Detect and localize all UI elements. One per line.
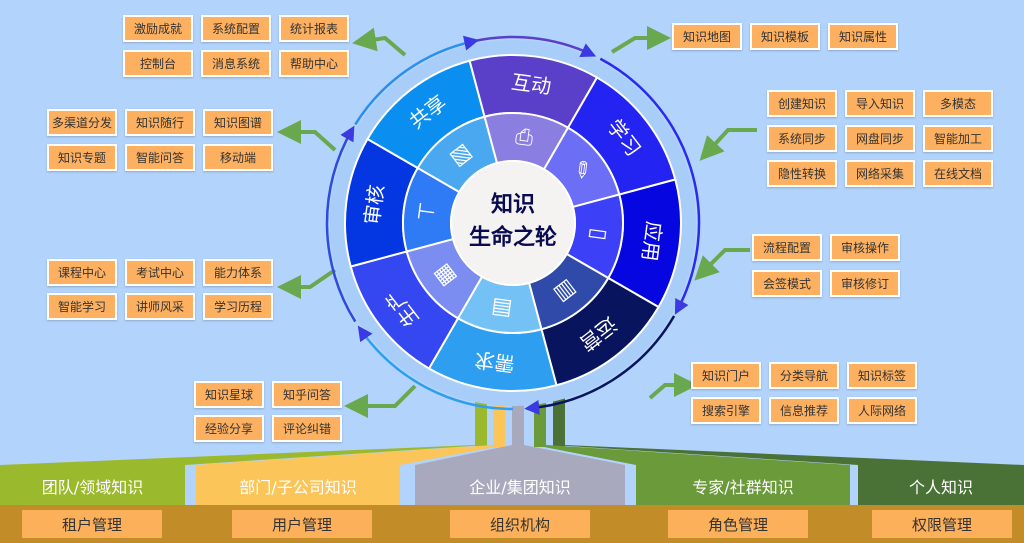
layer-team: 团队/领域知识	[0, 465, 185, 507]
approve-icon: ⊤	[414, 201, 441, 223]
feature-box-right-1: 网络采集	[845, 160, 915, 187]
cycle-arrow-0	[470, 35, 597, 58]
feature-box-left-2: 能力体系	[203, 259, 273, 286]
feature-box-right-1: 网盘同步	[845, 125, 915, 152]
feature-box-right-2: 流程配置	[752, 234, 822, 261]
green-arrow-5	[277, 268, 337, 299]
feature-box-top-right: 知识地图	[672, 23, 742, 50]
feature-box-right-1: 创建知识	[767, 90, 837, 117]
user-management: 用户管理	[232, 510, 372, 538]
layer-personal: 个人知识	[858, 465, 1024, 507]
cycle-arrow-1	[599, 57, 701, 315]
feature-box-right-2: 会签模式	[752, 270, 822, 297]
permission-management: 权限管理	[872, 510, 1012, 538]
feature-box-right-2: 审核修订	[830, 270, 900, 297]
feature-box-bottom-left: 经验分享	[194, 415, 264, 442]
feature-box-right-3: 分类导航	[769, 362, 839, 389]
feature-box-right-1: 系统同步	[767, 125, 837, 152]
feature-box-right-3: 信息推荐	[769, 397, 839, 424]
feature-box-bottom-left: 评论纠错	[272, 415, 342, 442]
green-arrow-0	[352, 27, 407, 57]
funnel-department	[196, 445, 505, 465]
feature-box-right-3: 知识标签	[847, 362, 917, 389]
feature-box-left-2: 学习历程	[203, 293, 273, 320]
green-arrow-4	[694, 248, 750, 281]
segment-label-0: 互动	[510, 70, 553, 99]
green-arrow-7	[344, 384, 417, 418]
segment-label-4: 需求	[473, 347, 516, 376]
feature-box-left-1: 知识专题	[47, 144, 117, 171]
feature-box-left-2: 课程中心	[47, 259, 117, 286]
feature-box-right-3: 知识门户	[691, 362, 761, 389]
cycle-arrow-3	[357, 325, 514, 411]
feature-box-top-left: 控制台	[123, 50, 193, 77]
funnel-team	[0, 445, 487, 465]
green-arrow-1	[610, 26, 671, 54]
feature-box-top-right: 知识属性	[828, 23, 898, 50]
cycle-arrow-4	[325, 125, 357, 323]
feature-box-left-2: 考试中心	[125, 259, 195, 286]
cycle-arrow-2	[524, 315, 676, 415]
segment-label-6: 审核	[360, 183, 389, 226]
feature-box-right-3: 搜索引擎	[691, 397, 761, 424]
cycle-arrow-5	[354, 35, 480, 126]
feature-box-top-left: 激励成就	[123, 15, 193, 42]
feature-box-bottom-left: 知乎问答	[272, 381, 342, 408]
feature-box-top-left: 帮助中心	[279, 50, 349, 77]
feature-box-top-left: 系统配置	[201, 15, 271, 42]
feature-box-bottom-left: 知识星球	[194, 381, 264, 408]
feature-box-left-1: 知识随行	[125, 109, 195, 136]
feature-box-right-1: 多模态	[923, 90, 993, 117]
feature-box-left-1: 移动端	[203, 144, 273, 171]
feature-box-top-left: 统计报表	[279, 15, 349, 42]
feature-box-top-left: 消息系统	[201, 50, 271, 77]
wheel-center	[450, 160, 576, 286]
book-icon: ▯	[585, 227, 611, 242]
printer-icon: ⎙	[514, 124, 535, 151]
green-arrow-2	[699, 128, 757, 161]
feature-box-right-2: 审核操作	[830, 234, 900, 261]
feature-box-right-1: 在线文档	[923, 160, 993, 187]
feature-box-left-2: 讲师风采	[125, 293, 195, 320]
organization: 组织机构	[450, 510, 590, 538]
feature-box-left-1: 多渠道分发	[47, 109, 117, 136]
funnel-personal	[553, 445, 1024, 465]
segment-label-2: 应用	[637, 220, 666, 263]
funnel-enterprise	[415, 445, 625, 465]
feature-box-left-1: 智能问答	[125, 144, 195, 171]
feature-box-right-1: 导入知识	[845, 90, 915, 117]
center-title-line1: 知识	[491, 192, 535, 218]
green-arrow-6	[648, 373, 698, 400]
layer-expert: 专家/社群知识	[636, 465, 850, 507]
feature-box-left-1: 知识图谱	[203, 109, 273, 136]
feature-box-left-2: 智能学习	[47, 293, 117, 320]
funnel-expert	[534, 445, 850, 465]
newspaper-icon: ▤	[490, 295, 514, 323]
layer-department: 部门/子公司知识	[196, 465, 400, 507]
feature-box-top-right: 知识模板	[750, 23, 820, 50]
feature-box-right-3: 人际网络	[847, 397, 917, 424]
feature-box-right-1: 智能加工	[923, 125, 993, 152]
tenant-management: 租户管理	[22, 510, 162, 538]
center-title-line2: 生命之轮	[469, 225, 557, 251]
green-arrow-3	[277, 120, 337, 152]
role-management: 角色管理	[668, 510, 808, 538]
layer-enterprise: 企业/集团知识	[415, 465, 625, 507]
feature-box-right-1: 隐性转换	[767, 160, 837, 187]
